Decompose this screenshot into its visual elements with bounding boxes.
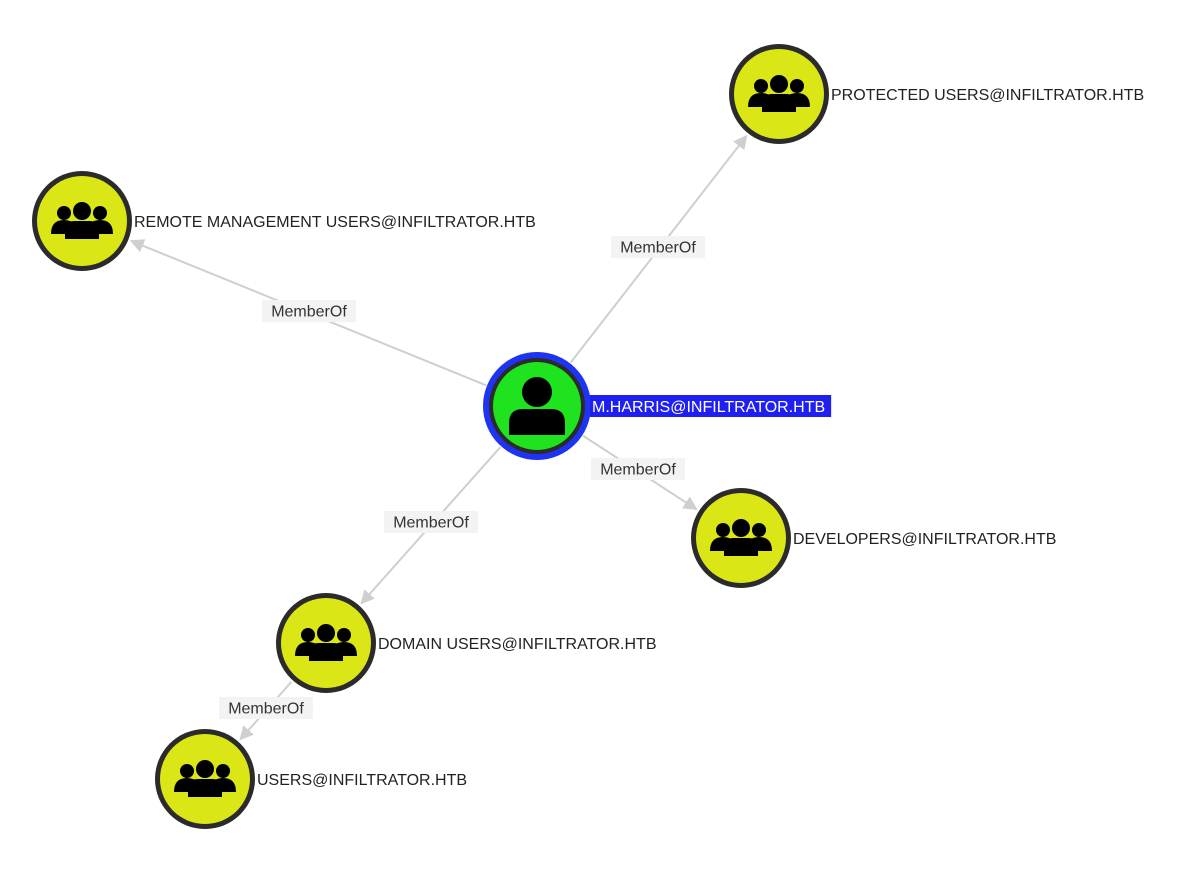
node-protected[interactable]: PROTECTED USERS@INFILTRATOR.HTB xyxy=(729,44,1144,144)
edge-label: MemberOf xyxy=(620,240,696,257)
edge-mharris-domainusers[interactable]: MemberOf xyxy=(360,446,502,605)
user-icon xyxy=(509,377,565,435)
node-label[interactable]: REMOTE MANAGEMENT USERS@INFILTRATOR.HTB xyxy=(134,214,536,231)
node-domainusers[interactable]: DOMAIN USERS@INFILTRATOR.HTB xyxy=(276,593,656,693)
edge-label-background xyxy=(384,511,478,533)
node-mharris[interactable]: M.HARRIS@INFILTRATOR.HTB xyxy=(483,352,832,460)
edge-label: MemberOf xyxy=(228,701,304,718)
group-icon xyxy=(748,75,810,112)
node-label[interactable]: PROTECTED USERS@INFILTRATOR.HTB xyxy=(831,87,1144,104)
group-icon xyxy=(295,624,357,661)
edge-domainusers-users[interactable]: MemberOf xyxy=(219,681,313,741)
nodes-layer: M.HARRIS@INFILTRATOR.HTB PROTECTED USERS@… xyxy=(32,44,1144,829)
edge-label: MemberOf xyxy=(271,304,347,321)
group-icon xyxy=(710,519,772,556)
edge-label-background xyxy=(611,236,705,258)
edge-label-background xyxy=(591,458,685,480)
edge-label: MemberOf xyxy=(393,515,469,532)
node-label[interactable]: USERS@INFILTRATOR.HTB xyxy=(257,772,467,789)
group-icon xyxy=(51,202,113,239)
group-icon xyxy=(174,760,236,797)
edge-label-background xyxy=(219,697,313,719)
edge-mharris-developers[interactable]: MemberOf xyxy=(582,435,698,511)
edge-label: MemberOf xyxy=(600,462,676,479)
node-developers[interactable]: DEVELOPERS@INFILTRATOR.HTB xyxy=(691,488,1056,588)
edge-label-background xyxy=(262,300,356,322)
selected-label-background xyxy=(590,395,832,417)
node-label[interactable]: DEVELOPERS@INFILTRATOR.HTB xyxy=(793,531,1056,548)
node-label[interactable]: DOMAIN USERS@INFILTRATOR.HTB xyxy=(378,636,656,653)
edge-mharris-protected[interactable]: MemberOf xyxy=(569,134,748,364)
edge-mharris-remote[interactable]: MemberOf xyxy=(129,239,487,387)
node-users[interactable]: USERS@INFILTRATOR.HTB xyxy=(155,729,467,829)
node-label[interactable]: M.HARRIS@INFILTRATOR.HTB xyxy=(592,399,825,416)
node-remote[interactable]: REMOTE MANAGEMENT USERS@INFILTRATOR.HTB xyxy=(32,171,536,271)
